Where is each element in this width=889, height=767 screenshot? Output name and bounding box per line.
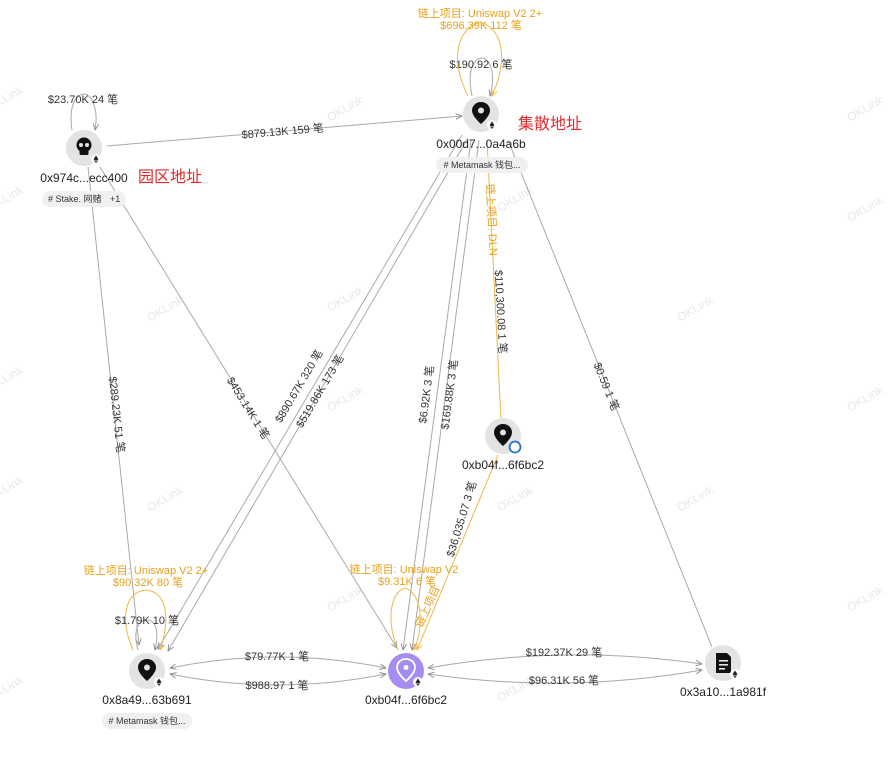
- skull-icon: [76, 137, 92, 155]
- node-park[interactable]: 0x974c...ecc400 # Stake. 网赌 +1: [40, 130, 128, 207]
- node-hub-tag-text: # Metamask 钱包...: [443, 159, 520, 170]
- edge-hub-center-1[interactable]: [403, 139, 472, 650]
- node-park-address[interactable]: 0x974c...ecc400: [40, 171, 128, 185]
- edge-label-mid-center: $36,035.07 3 笔: [443, 479, 479, 558]
- node-center-address[interactable]: 0xb04f...6f6bc2: [365, 693, 447, 707]
- edge-label-center-br-1: $192.37K 29 笔: [526, 645, 602, 659]
- edge-label-hub-project-top: 链上项目: Uniswap V2 2+: [418, 6, 542, 20]
- edge-label-bl-center-2: $988.97 1 笔: [246, 678, 309, 692]
- edge-center-br-2[interactable]: [428, 670, 702, 684]
- edge-park-self-loop[interactable]: [70, 93, 96, 130]
- node-park-tag-text: # Stake. 网赌: [48, 193, 102, 204]
- edge-label-center-project-top: 链上项目: Uniswap V2: [350, 562, 459, 576]
- edge-label-hub-mid: $110,300.08 1 笔: [492, 270, 510, 354]
- node-mid-address[interactable]: 0xb04f...6f6bc2: [462, 458, 544, 472]
- edge-label-park-center: $453.14K 1 笔: [224, 374, 273, 441]
- edge-hub-self-loop[interactable]: [469, 57, 492, 96]
- watermark: OKLink: [495, 182, 537, 214]
- edge-label-hub-mid-project: 链上项目: DLN: [483, 183, 501, 256]
- watermark: OKLink: [0, 672, 26, 704]
- edge-label-hub-br: $0.59 1 笔: [591, 360, 623, 412]
- edge-label-hub-project-amount: $696.39K 112 笔: [440, 18, 522, 32]
- watermark: OKLink: [325, 382, 367, 414]
- edge-hub-bl-1[interactable]: [158, 134, 463, 649]
- edge-center-br-1[interactable]: [428, 654, 702, 668]
- watermark: OKLink: [0, 362, 26, 394]
- watermark: OKLink: [325, 582, 367, 614]
- edge-park-center[interactable]: [99, 166, 397, 648]
- node-hub[interactable]: 0x00d7...0a4a6b # Metamask 钱包...: [436, 96, 528, 173]
- edge-label-park-hub: $879.13K 159 笔: [241, 121, 324, 142]
- node-bl-tag-text: # Metamask 钱包...: [108, 715, 185, 726]
- node-bl-address[interactable]: 0x8a49...63b691: [102, 693, 192, 707]
- edge-label-bl-self: $1.79K 10 笔: [115, 613, 179, 627]
- edge-park-hub[interactable]: [106, 116, 462, 147]
- watermark: OKLink: [0, 182, 26, 214]
- node-center[interactable]: 0xb04f...6f6bc2: [365, 653, 447, 707]
- watermark: OKLink: [325, 92, 367, 124]
- node-br-address[interactable]: 0x3a10...1a981f: [680, 685, 767, 699]
- watermark: OKLink: [325, 282, 367, 314]
- edge-label-hub-self: $190.92 6 笔: [450, 57, 513, 71]
- watermark: OKLink: [845, 582, 887, 614]
- node-hub-tag[interactable]: [436, 157, 528, 173]
- location-pin-icon: [494, 424, 512, 446]
- edge-label-center-project-side: 链上项目: [412, 583, 443, 629]
- edge-hub-project-loop[interactable]: [457, 21, 503, 96]
- node-park-tag[interactable]: [42, 191, 126, 207]
- node-park-tag-extra: +1: [110, 194, 120, 204]
- edge-hub-center-2[interactable]: [412, 139, 480, 650]
- usdc-badge-icon: [508, 440, 522, 454]
- edge-hub-br[interactable]: [507, 139, 713, 648]
- watermark: OKLink: [845, 192, 887, 224]
- edge-label-hub-center-2: $169.88K 3 笔: [437, 359, 460, 431]
- edge-bl-project-loop[interactable]: [125, 589, 167, 650]
- edge-hub-mid[interactable]: [486, 139, 502, 421]
- watermark: OKLink: [675, 292, 717, 324]
- location-pin-icon: [396, 658, 416, 683]
- node-bl[interactable]: 0x8a49...63b691 # Metamask 钱包...: [102, 653, 192, 729]
- edge-bl-center-2[interactable]: [170, 674, 386, 686]
- watermark: OKLink: [845, 92, 887, 124]
- location-pin-icon: [472, 102, 490, 124]
- edge-label-center-project-amount: $9.31K 6 笔: [378, 574, 436, 588]
- edge-label-bl-center-1: $79.77K 1 笔: [245, 649, 309, 663]
- edge-bl-self-loop[interactable]: [135, 619, 157, 650]
- edge-label-park-bl: $289.23K 51 笔: [106, 376, 128, 453]
- node-hub-address[interactable]: 0x00d7...0a4a6b: [436, 137, 526, 151]
- edge-mid-center[interactable]: [417, 454, 499, 650]
- annotation-hub: 集散地址: [518, 115, 582, 133]
- document-icon: [716, 653, 731, 673]
- edge-bl-center-1[interactable]: [170, 656, 386, 668]
- watermark: OKLink: [145, 482, 187, 514]
- edge-label-center-br-2: $96.31K 56 笔: [529, 673, 599, 687]
- watermark: OKLink: [0, 472, 26, 504]
- watermark: OKLink: [495, 482, 537, 514]
- annotation-park: 园区地址: [138, 168, 202, 186]
- edge-label-hub-center-1: $6.92K 3 笔: [415, 365, 437, 424]
- node-mid[interactable]: 0xb04f...6f6bc2: [462, 418, 544, 472]
- node-br[interactable]: 0x3a10...1a981f: [680, 645, 767, 699]
- watermark: OKLink: [845, 382, 887, 414]
- edge-label-park-self: $23.70K 24 笔: [48, 92, 118, 106]
- edge-park-bl[interactable]: [87, 166, 139, 645]
- location-pin-icon: [138, 659, 156, 681]
- watermark: OKLink: [675, 482, 717, 514]
- watermark: OKLink: [0, 82, 26, 114]
- edge-label-bl-project-amount: $90.32K 80 笔: [113, 575, 183, 589]
- edge-center-project-loop[interactable]: [390, 587, 421, 650]
- edge-label-bl-project-top: 链上项目: Uniswap V2 2+: [84, 563, 208, 577]
- edge-hub-bl-2[interactable]: [168, 137, 469, 651]
- node-bl-tag[interactable]: [102, 713, 192, 729]
